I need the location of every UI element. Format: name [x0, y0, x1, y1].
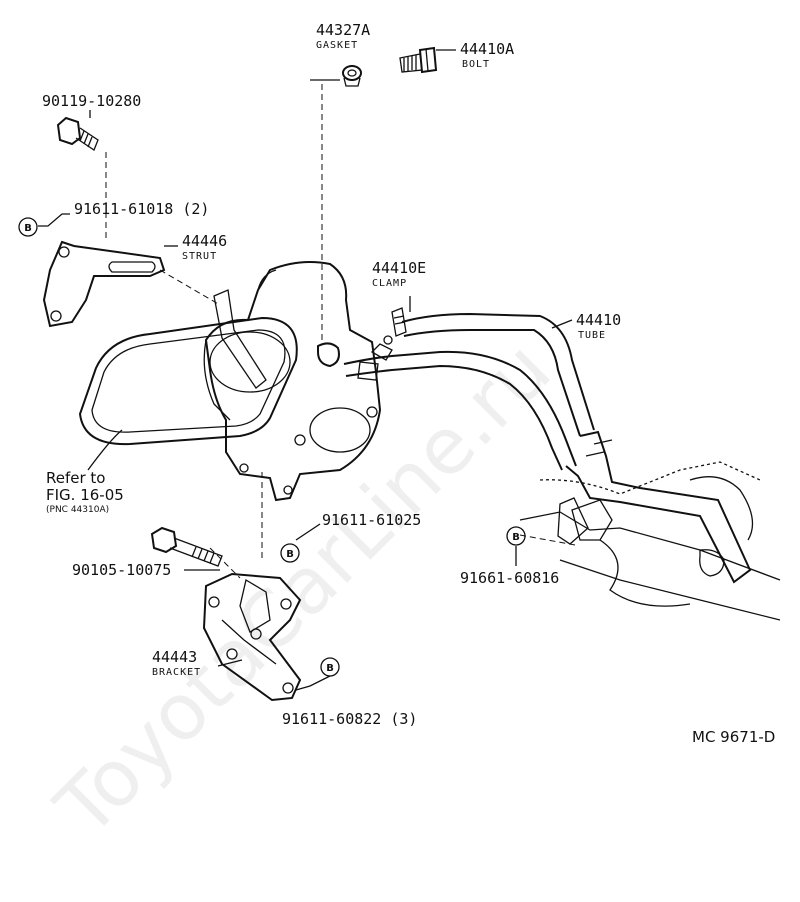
part-number: 91611-61025	[322, 511, 421, 529]
callout-44327a[interactable]: 44327A GASKET	[316, 21, 370, 51]
leader-line-tube	[551, 319, 573, 329]
bracket-bolt-drawing	[150, 526, 223, 567]
tube-drawing	[317, 312, 752, 584]
callout-90105-10075[interactable]: 90105-10075	[72, 561, 171, 579]
part-name: STRUT	[182, 251, 217, 262]
callout-91611-61018[interactable]: 91611-61018 (2)	[74, 200, 209, 218]
leader-line-91611-60822	[295, 675, 331, 691]
part-name: GASKET	[316, 40, 358, 51]
leader-line-91611-61025	[295, 523, 321, 541]
watermark: ToyotaCarLine.ru	[39, 325, 568, 854]
part-number: 44446	[182, 232, 227, 250]
part-number: 91611-61018 (2)	[74, 200, 209, 218]
part-number: 91661-60816	[460, 569, 559, 587]
part-name: BOLT	[462, 59, 490, 70]
strut-drawing	[42, 240, 166, 328]
b-badge-91661: B	[506, 526, 526, 546]
part-number: 90105-10075	[72, 561, 171, 579]
clamp-drawing	[370, 307, 407, 361]
reference-line3: (PNC 44310A)	[46, 505, 109, 515]
part-number: 44410E	[372, 259, 426, 277]
callout-44443[interactable]: 44443 BRACKET	[152, 648, 201, 678]
banjo-bolt-drawing	[399, 46, 438, 74]
steering-gear-drawing	[519, 461, 781, 621]
part-number: 44410A	[460, 40, 514, 58]
drive-belt-drawing	[78, 316, 298, 446]
part-number: 44410	[576, 311, 621, 329]
leader-bracket-bolt	[209, 547, 241, 579]
part-name: TUBE	[578, 330, 606, 341]
part-number: 44327A	[316, 21, 370, 39]
callout-44410e[interactable]: 44410E CLAMP	[372, 259, 426, 289]
svg-text:B: B	[286, 549, 294, 560]
svg-text:B: B	[326, 663, 334, 674]
reference-line1: Refer to	[46, 469, 105, 487]
part-number: 90119-10280	[42, 92, 141, 110]
leader-line-bracket	[217, 659, 243, 667]
callout-44410a[interactable]: 44410A BOLT	[460, 40, 514, 70]
leader-line-91611-61018	[38, 213, 70, 227]
bracket-drawing	[202, 572, 302, 702]
callout-91611-60822[interactable]: 91611-60822 (3)	[282, 710, 417, 728]
b-badge-91611-61018: B	[18, 217, 38, 237]
reference-line2: FIG. 16-05	[46, 486, 124, 504]
diagram-code: MC 9671-D	[692, 728, 775, 746]
callout-44410[interactable]: 44410 TUBE	[576, 311, 621, 341]
callout-reference[interactable]: Refer to FIG. 16-05 (PNC 44310A)	[46, 469, 124, 515]
part-name: CLAMP	[372, 278, 407, 289]
callout-91611-61025[interactable]: 91611-61025	[322, 511, 421, 529]
gasket-drawing	[342, 65, 362, 87]
leader-bolt-91661	[519, 534, 576, 546]
strut-bolt-drawing	[56, 116, 99, 151]
part-number: 44443	[152, 648, 197, 666]
b-badge-91611-60822: B	[320, 657, 340, 677]
part-number: 91611-60822 (3)	[282, 710, 417, 728]
leader-strut	[159, 269, 221, 306]
callout-44446[interactable]: 44446 STRUT	[182, 232, 227, 262]
part-name: BRACKET	[152, 667, 201, 678]
b-badge-91611-61025: B	[280, 543, 300, 563]
svg-text:B: B	[24, 223, 32, 234]
svg-text:B: B	[512, 532, 520, 543]
callout-91661-60816[interactable]: 91661-60816	[460, 569, 559, 587]
pump-drawing	[203, 261, 382, 502]
leader-line-reference	[87, 429, 123, 471]
callout-90119-10280[interactable]: 90119-10280	[42, 92, 141, 110]
